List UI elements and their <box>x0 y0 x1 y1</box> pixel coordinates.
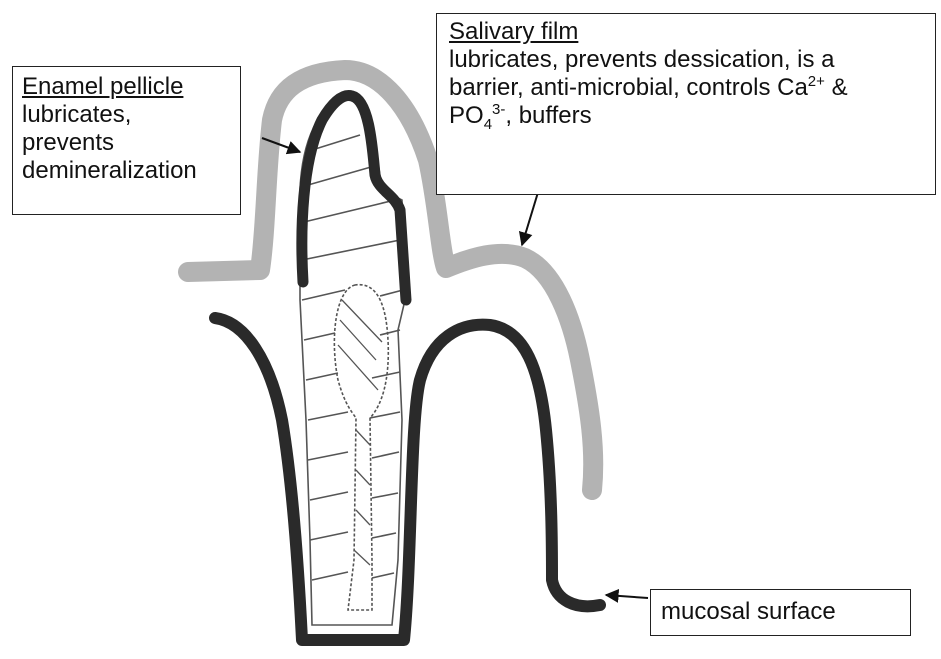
salivary-film-line-3-text: PO <box>449 102 484 129</box>
enamel-pellicle-label: Enamel pellicle lubricates, prevents dem… <box>12 66 241 215</box>
salivary-film-line-1: lubricates, prevents dessication, is a <box>449 46 935 74</box>
salivary-film-line-2-end: & <box>825 74 848 101</box>
phosphate-subscript: 4 <box>484 116 492 133</box>
calcium-charge: 2+ <box>808 73 825 90</box>
pulp-chamber <box>334 285 388 610</box>
salivary-film-line-3: PO43-, buffers <box>449 102 935 130</box>
pulp-hatching <box>338 300 382 565</box>
salivary-film-label: Salivary film lubricates, prevents dessi… <box>436 13 936 195</box>
enamel-pellicle-line-3: demineralization <box>22 157 240 185</box>
enamel-pellicle-layer <box>302 96 406 300</box>
salivary-film-line-2-text: barrier, anti-microbial, controls Ca <box>449 74 808 101</box>
phosphate-charge: 3- <box>492 101 505 118</box>
arrow-mucosal-surface <box>606 595 648 598</box>
tooth-outline <box>300 95 405 625</box>
enamel-pellicle-title: Enamel pellicle <box>22 73 240 101</box>
enamel-pellicle-line-2: prevents <box>22 129 240 157</box>
salivary-film-line-2: barrier, anti-microbial, controls Ca2+ & <box>449 74 935 102</box>
salivary-film-title: Salivary film <box>449 18 935 46</box>
mucosal-surface-layer <box>215 318 600 640</box>
salivary-film-line-3-end: , buffers <box>505 102 591 129</box>
mucosal-surface-text: mucosal surface <box>661 598 910 626</box>
tooth <box>300 95 405 625</box>
enamel-pellicle-line-1: lubricates, <box>22 101 240 129</box>
mucosal-surface-label: mucosal surface <box>650 589 911 636</box>
